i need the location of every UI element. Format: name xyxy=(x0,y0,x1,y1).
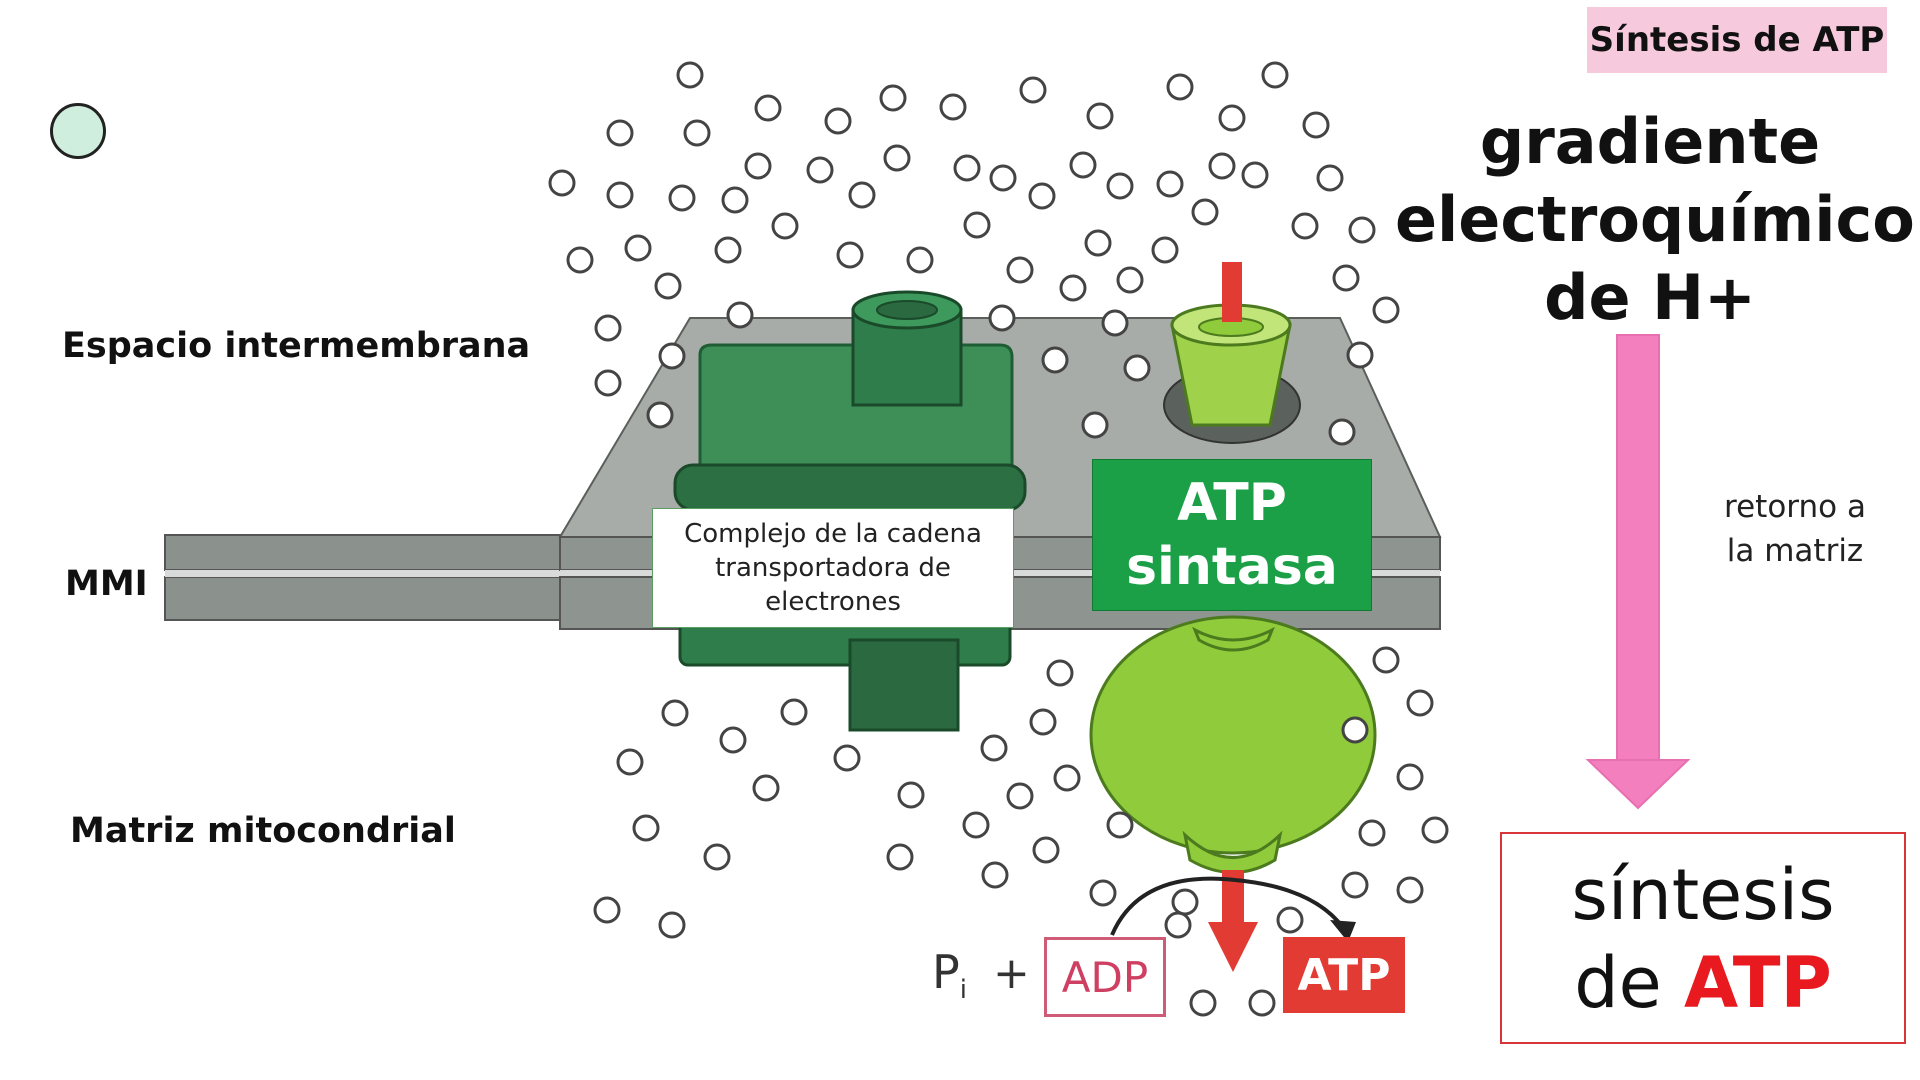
gradient-title: gradiente electroquímico de H+ xyxy=(1395,103,1915,337)
phosphate-subscript: i xyxy=(959,975,967,1006)
section-badge: Síntesis de ATP xyxy=(1587,7,1887,73)
atp-synthesis-box: síntesis de ATP xyxy=(1500,832,1906,1044)
etc-complex-shape xyxy=(673,290,1027,732)
synthesis-line-2: de ATP xyxy=(1502,942,1904,1024)
atp-synthase-line-1: ATP xyxy=(1177,473,1287,533)
adp-label: ADP xyxy=(1044,937,1166,1017)
synthesis-atp: ATP xyxy=(1683,942,1832,1024)
label-inner-membrane: MMI xyxy=(65,564,148,604)
atp-synthase-shape xyxy=(1089,262,1377,972)
phosphate-symbol: P xyxy=(932,945,960,999)
atp-product-label: ATP xyxy=(1283,937,1405,1013)
gradient-line-3: de H+ xyxy=(1544,261,1756,334)
synthesis-prefix: de xyxy=(1574,942,1684,1024)
etc-complex-label: Complejo de la cadena transportadora de … xyxy=(652,508,1014,628)
proton-circles xyxy=(548,61,1449,1017)
label-intermembrane-space: Espacio intermembrana xyxy=(62,326,531,366)
atp-synthase-line-2: sintasa xyxy=(1126,537,1338,597)
return-line-1: retorno a xyxy=(1724,489,1866,525)
atp-synthase-label: ATP sintasa xyxy=(1092,459,1372,611)
reaction-phosphate: Pi xyxy=(932,945,967,1005)
reaction-plus: + xyxy=(993,948,1030,999)
synthesis-line-1: síntesis xyxy=(1571,854,1835,936)
return-label: retorno a la matriz xyxy=(1690,485,1900,573)
return-line-2: la matriz xyxy=(1726,533,1864,569)
bullet-marker-icon xyxy=(50,103,106,159)
membrane-left-extension xyxy=(164,534,566,621)
label-mitochondrial-matrix: Matriz mitocondrial xyxy=(70,811,456,851)
gradient-line-1: gradiente xyxy=(1479,105,1821,178)
return-arrow xyxy=(1585,334,1691,810)
gradient-line-2: electroquímico xyxy=(1395,183,1915,256)
